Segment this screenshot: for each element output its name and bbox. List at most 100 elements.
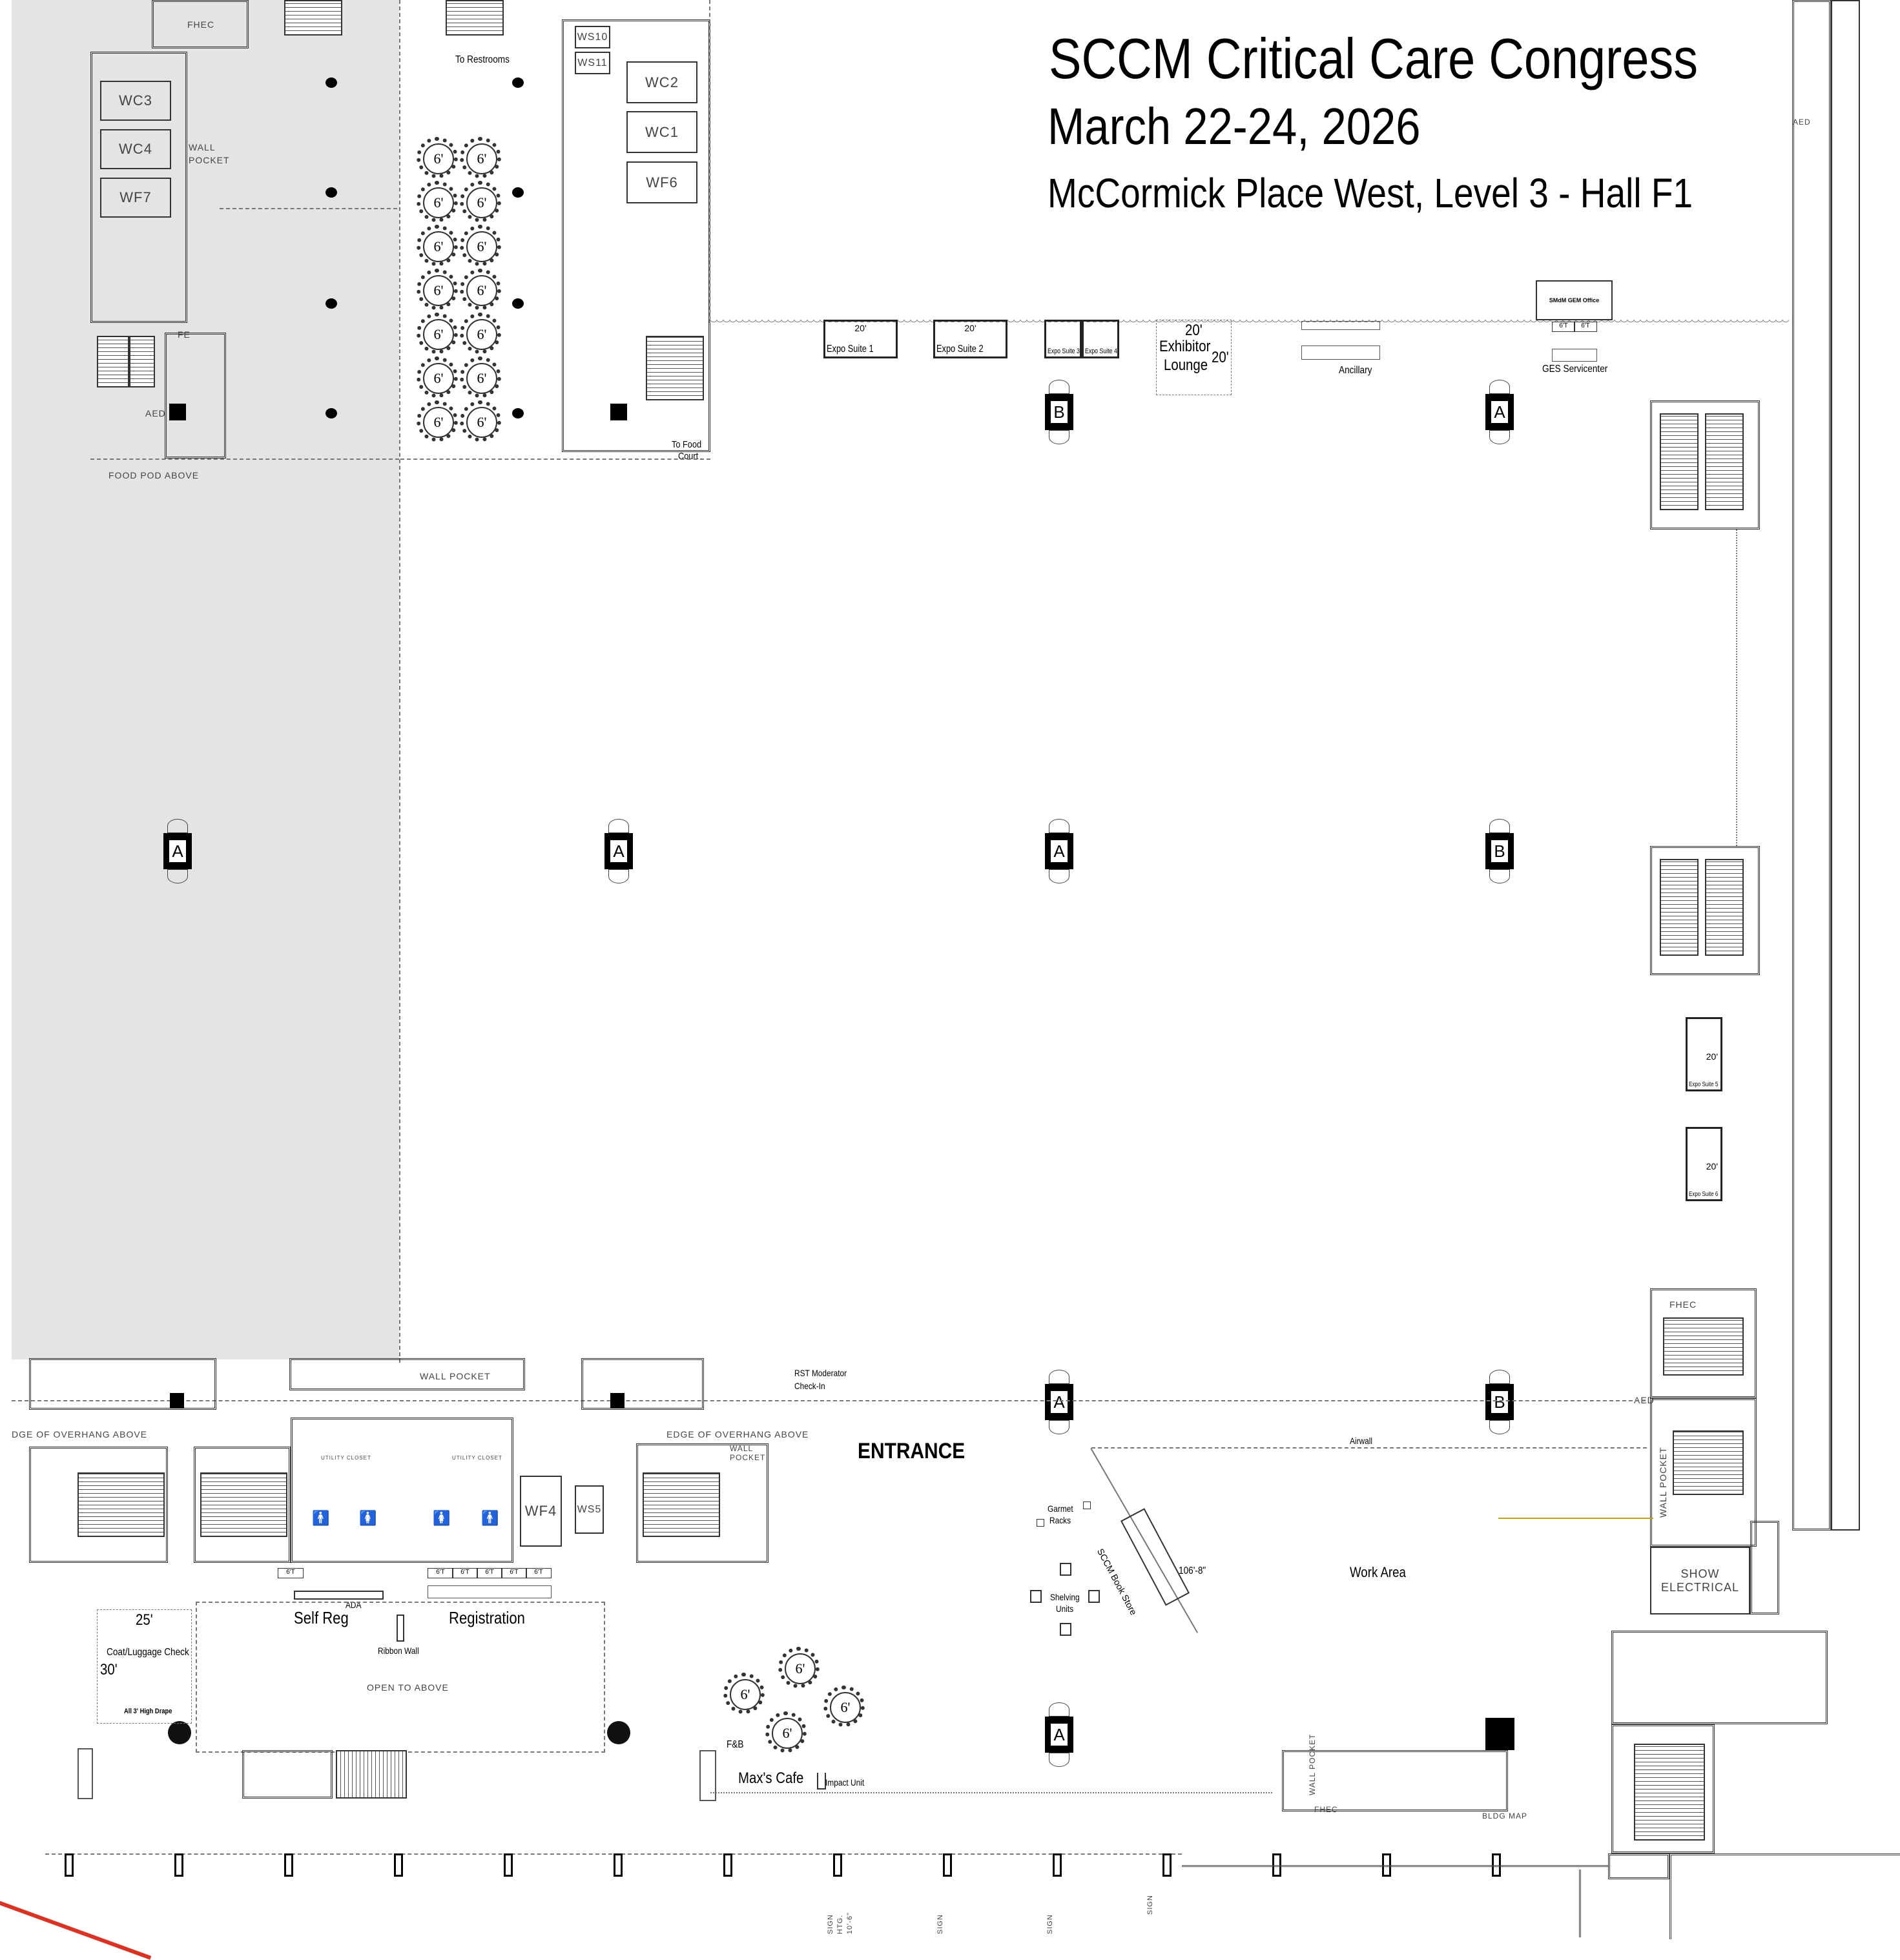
ges-office[interactable]: SMdM GEM Office bbox=[1536, 280, 1613, 320]
bookstore-booth[interactable] bbox=[1120, 1508, 1190, 1606]
round-table[interactable]: 6' bbox=[417, 313, 458, 354]
ges-servicenter-label: GES Servicenter bbox=[1542, 364, 1608, 375]
restroom-icon: 🚹 bbox=[312, 1510, 331, 1526]
cafe-table[interactable]: 6' bbox=[823, 1686, 865, 1727]
room-wc2[interactable]: WC2 bbox=[626, 61, 697, 103]
column bbox=[607, 1721, 630, 1744]
sw-stair-block bbox=[29, 1447, 168, 1563]
ribbon-wall-label: Ribbon Wall bbox=[378, 1645, 419, 1656]
event-dates: March 22-24, 2026 bbox=[1048, 98, 1421, 155]
reg-table[interactable]: 6'T bbox=[452, 1568, 478, 1578]
reg-table[interactable]: 6'T bbox=[477, 1568, 502, 1578]
garment-rack[interactable] bbox=[1083, 1501, 1091, 1509]
sign-height-label: SIGN bbox=[827, 1914, 834, 1934]
round-table[interactable]: 6' bbox=[460, 313, 501, 354]
round-table[interactable]: 6' bbox=[460, 137, 501, 178]
cafe-table[interactable]: 6' bbox=[778, 1647, 820, 1688]
room-wc1[interactable]: WC1 bbox=[626, 111, 697, 153]
shelving-unit[interactable] bbox=[1060, 1563, 1071, 1576]
column-a: A bbox=[1045, 1702, 1073, 1767]
expo-suite-1[interactable]: 20' Expo Suite 1 bbox=[823, 320, 898, 358]
room-wf6[interactable]: WF6 bbox=[626, 161, 697, 203]
round-table[interactable]: 6' bbox=[460, 269, 501, 310]
column-dot bbox=[512, 187, 524, 198]
restroom-icon: 🚺 bbox=[433, 1510, 451, 1526]
column-b: B bbox=[1045, 380, 1073, 444]
room-wf4[interactable]: WF4 bbox=[520, 1476, 562, 1547]
mullion bbox=[65, 1853, 74, 1877]
stairs bbox=[284, 0, 342, 36]
shaft bbox=[610, 404, 627, 420]
room-wf7[interactable]: WF7 bbox=[100, 178, 171, 218]
booth-dimension: 20' bbox=[854, 323, 867, 333]
expo-suite-3[interactable]: Expo Suite 3 bbox=[1044, 320, 1082, 358]
room-ws10[interactable]: WS10 bbox=[575, 26, 610, 48]
shaded-area bbox=[12, 0, 399, 1359]
ges-table[interactable]: 6'T bbox=[1574, 322, 1597, 332]
expo-suite-2[interactable]: 20' Expo Suite 2 bbox=[933, 320, 1007, 358]
round-table[interactable]: 6' bbox=[460, 356, 501, 398]
show-electrical-room[interactable]: SHOW ELECTRICAL bbox=[1650, 1547, 1750, 1614]
shelving-unit[interactable] bbox=[1088, 1590, 1100, 1603]
lounge-name: Exhibitor bbox=[1159, 338, 1211, 355]
round-table[interactable]: 6' bbox=[460, 181, 501, 222]
cafe-table[interactable]: 6' bbox=[723, 1673, 765, 1714]
coat-check-width: 25' bbox=[136, 1611, 153, 1629]
round-table[interactable]: 6' bbox=[417, 137, 458, 178]
wall-pocket-label: POCKET bbox=[730, 1453, 766, 1462]
coat-check-area[interactable] bbox=[97, 1609, 192, 1724]
room-wc4[interactable]: WC4 bbox=[100, 129, 171, 169]
room-ws5[interactable]: WS5 bbox=[575, 1485, 604, 1534]
ribbon-wall[interactable] bbox=[397, 1614, 404, 1642]
room-ws11[interactable]: WS11 bbox=[575, 52, 610, 74]
reg-table[interactable]: 6'T bbox=[526, 1568, 552, 1578]
stairs bbox=[643, 1472, 720, 1537]
round-table[interactable]: 6' bbox=[460, 225, 501, 266]
stair-tower-ne bbox=[1650, 400, 1760, 530]
round-table[interactable]: 6' bbox=[417, 356, 458, 398]
round-table[interactable]: 6' bbox=[417, 225, 458, 266]
wall-pocket-label: WALL POCKET bbox=[1658, 1447, 1668, 1518]
round-table[interactable]: 6' bbox=[460, 400, 501, 442]
garment-rack[interactable] bbox=[1037, 1519, 1044, 1527]
column-letter: A bbox=[1491, 401, 1508, 423]
restroom-icon: 🚺 bbox=[359, 1510, 378, 1526]
service-rooms bbox=[165, 333, 226, 459]
reg-table[interactable]: 6'T bbox=[428, 1568, 453, 1578]
sign-height-label: SIGN bbox=[936, 1914, 944, 1934]
round-table[interactable]: 6' bbox=[417, 400, 458, 442]
wall-pocket bbox=[77, 1748, 93, 1799]
wall-pocket-block bbox=[289, 1358, 525, 1390]
exhibitor-lounge[interactable] bbox=[1156, 320, 1232, 395]
shelving-label: Units bbox=[1056, 1604, 1074, 1614]
round-table[interactable]: 6' bbox=[417, 269, 458, 310]
column-dot bbox=[325, 187, 337, 198]
shelving-unit[interactable] bbox=[1030, 1590, 1042, 1603]
show-electrical-label: ELECTRICAL bbox=[1660, 1580, 1740, 1594]
expo-suite-4[interactable]: Expo Suite 4 bbox=[1082, 320, 1119, 358]
shelving-unit[interactable] bbox=[1060, 1623, 1071, 1636]
selfreg-table[interactable]: 6'T bbox=[278, 1568, 304, 1578]
room-wc3[interactable]: WC3 bbox=[100, 81, 171, 121]
expo-suite-6[interactable]: 20' Expo Suite 6 bbox=[1686, 1127, 1722, 1201]
utility-closet-label: UTILITY CLOSET bbox=[452, 1455, 502, 1461]
reg-table[interactable]: 6'T bbox=[501, 1568, 527, 1578]
max-cafe-label: Max's Cafe bbox=[738, 1769, 804, 1787]
stair-tower-se2 bbox=[1650, 1398, 1757, 1547]
expo-suite-5[interactable]: 20' Expo Suite 5 bbox=[1686, 1017, 1722, 1091]
self-reg-kiosks[interactable] bbox=[294, 1591, 384, 1600]
ges-table[interactable]: 6'T bbox=[1552, 322, 1575, 332]
stairs bbox=[1705, 413, 1744, 510]
ancillary-label: Ancillary bbox=[1339, 365, 1372, 376]
column-a: A bbox=[1045, 819, 1073, 883]
mullion bbox=[394, 1853, 403, 1877]
column-letter: B bbox=[1491, 840, 1508, 862]
sw-service-block bbox=[29, 1358, 216, 1410]
cafe-counter bbox=[699, 1750, 716, 1801]
cafe-table[interactable]: 6' bbox=[765, 1711, 807, 1753]
shelving-label: Shelving bbox=[1050, 1592, 1080, 1602]
ancillary-tables[interactable] bbox=[1301, 321, 1380, 330]
to-restrooms-label: To Restrooms bbox=[455, 54, 510, 65]
column-a: A bbox=[604, 819, 633, 883]
round-table[interactable]: 6' bbox=[417, 181, 458, 222]
